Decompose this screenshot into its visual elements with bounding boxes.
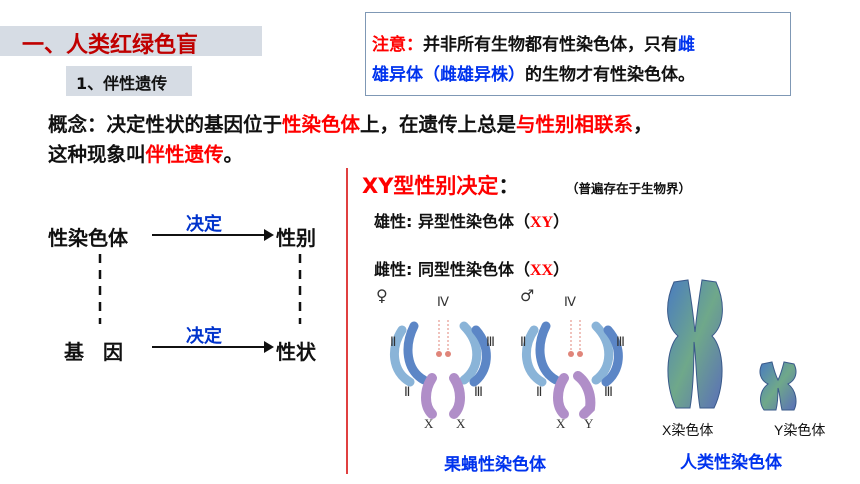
dashed-connector-left bbox=[98, 254, 102, 324]
note-blue-1: 雌 bbox=[678, 35, 695, 55]
note-line-1: 注意：并非所有生物都有性染色体，只有雌 bbox=[372, 30, 695, 55]
male-line: 雄性: 异型性染色体（XY） bbox=[374, 208, 569, 232]
human-x-label: X染色体 bbox=[662, 422, 714, 438]
concept-part-4: 这种现象叫 bbox=[48, 143, 146, 166]
female-roman-iii: Ⅲ bbox=[486, 334, 495, 349]
male-label: 雄性: 异型性染色体（ bbox=[374, 212, 530, 231]
subtitle-banner bbox=[66, 66, 192, 96]
concept-part-5: 。 bbox=[223, 143, 244, 166]
female-code: XX bbox=[529, 262, 554, 279]
vertical-divider bbox=[346, 168, 348, 474]
note-text-1: 并非所有生物都有性染色体，只有 bbox=[423, 35, 678, 55]
concept-line-1: 概念：决定性状的基因位于性染色体上，在遗传上总是与性别相联系， bbox=[48, 108, 653, 137]
diagram-decide-bottom: 决定 bbox=[186, 326, 222, 347]
male-roman-iv: Ⅳ bbox=[564, 294, 576, 309]
female-line: 雌性: 同型性染色体（XX） bbox=[374, 256, 569, 280]
female-fly-karyotype bbox=[389, 320, 491, 419]
female-roman-ii-2: Ⅱ bbox=[404, 384, 411, 399]
dashed-connector-right bbox=[298, 254, 302, 324]
concept-part-2: 上，在遗传上总是 bbox=[360, 113, 517, 136]
fly-caption: 果蝇性染色体 bbox=[444, 455, 546, 475]
page-title: 一、人类红绿色盲 bbox=[22, 33, 199, 58]
xy-title: XY型性别决定： bbox=[362, 170, 519, 200]
concept-part-1: 概念：决定性状的基因位于 bbox=[48, 113, 283, 136]
concept-line-2: 这种现象叫伴性遗传。 bbox=[48, 138, 243, 167]
arrow-right-icon bbox=[152, 341, 274, 353]
female-label: 雌性: 同型性染色体（ bbox=[374, 260, 530, 279]
diagram-decide-top: 决定 bbox=[186, 214, 222, 235]
male-symbol-icon: ♂ bbox=[520, 286, 535, 305]
male-x-label: X bbox=[556, 416, 566, 431]
diagram-trait: 性状 bbox=[276, 340, 316, 364]
human-y-chromosome bbox=[759, 361, 797, 411]
diagram-gene: 基 因 bbox=[64, 340, 129, 364]
section-subtitle: 1、伴性遗传 bbox=[76, 74, 168, 93]
male-roman-iii: Ⅲ bbox=[616, 334, 625, 349]
female-x-label-2: X bbox=[456, 416, 466, 431]
diagram-sex: 性别 bbox=[276, 226, 316, 250]
concept-part-3: ， bbox=[633, 113, 653, 136]
human-x-chromosome bbox=[667, 279, 723, 409]
male-code: XY bbox=[529, 214, 554, 231]
note-box bbox=[365, 12, 791, 96]
xy-colon: ： bbox=[498, 174, 520, 198]
concept-red-2: 与性别相联系 bbox=[516, 113, 634, 136]
concept-red-1: 性染色体 bbox=[282, 113, 361, 136]
female-roman-iv: Ⅳ bbox=[437, 294, 449, 309]
male-y-label: Y bbox=[584, 416, 594, 431]
female-close: ） bbox=[553, 260, 570, 279]
human-caption: 人类性染色体 bbox=[680, 453, 782, 473]
diagram-sex-chromosome: 性染色体 bbox=[48, 226, 128, 250]
title-banner bbox=[0, 26, 262, 56]
male-roman-ii-2: Ⅱ bbox=[536, 384, 543, 399]
note-line-2: 雄异体（雌雄异株）的生物才有性染色体。 bbox=[372, 60, 695, 85]
female-roman-iii-2: Ⅲ bbox=[474, 384, 483, 399]
female-roman-ii: Ⅱ bbox=[390, 334, 397, 349]
male-roman-ii: Ⅱ bbox=[520, 334, 527, 349]
note-lead: 注意： bbox=[372, 35, 423, 55]
female-x-label-1: X bbox=[424, 416, 434, 431]
note-blue-2: 雄异体（雌雄异株） bbox=[372, 65, 525, 85]
note-text-2: 的生物才有性染色体。 bbox=[525, 65, 695, 85]
xy-note: （普遍存在于生物界） bbox=[566, 181, 692, 196]
female-symbol-icon: ♀ bbox=[376, 286, 388, 305]
xy-title-text: XY型性别决定 bbox=[362, 174, 499, 198]
concept-red-3: 伴性遗传 bbox=[145, 143, 224, 166]
male-close: ） bbox=[553, 212, 570, 231]
male-roman-iii-2: Ⅲ bbox=[604, 384, 613, 399]
male-fly-karyotype bbox=[521, 320, 623, 419]
arrow-right-icon bbox=[152, 229, 274, 241]
human-y-label: Y染色体 bbox=[774, 422, 826, 438]
